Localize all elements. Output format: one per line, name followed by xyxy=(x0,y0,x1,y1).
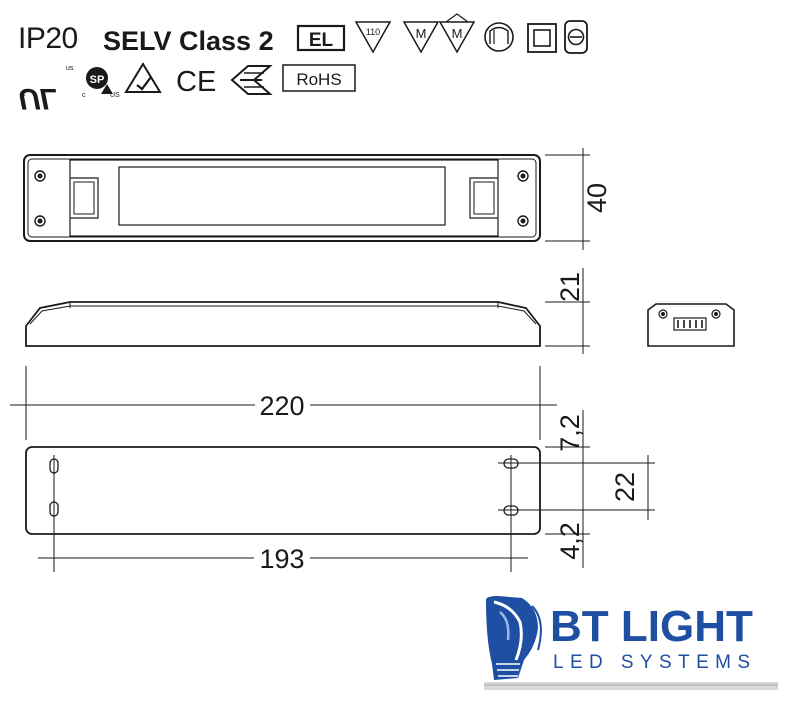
selv-class-label: SELV Class 2 xyxy=(103,26,274,56)
height-dimension xyxy=(545,268,590,354)
double-insulation-icon xyxy=(527,23,557,53)
logo-name: BT LIGHT xyxy=(550,602,753,651)
end-view xyxy=(647,303,735,347)
hole-offset-bottom-label: 4,2 xyxy=(555,522,585,560)
eac-mark-icon xyxy=(230,65,273,95)
triangle-m1-text: M xyxy=(416,26,427,41)
triangle-mm-icon: M xyxy=(438,13,476,54)
ul-recognized-icon: UL c us xyxy=(18,65,74,115)
ul-us-text: us xyxy=(66,65,74,72)
independent-ballast-icon xyxy=(564,20,588,54)
hole-spacing-width-label: 22 xyxy=(610,472,640,502)
ip-rating: IP20 xyxy=(18,22,78,55)
top-view xyxy=(23,154,541,242)
rcm-mark-icon xyxy=(124,62,162,93)
lightbulb-icon xyxy=(486,596,542,680)
hole-spacing-dimension xyxy=(38,410,655,572)
bottom-view xyxy=(25,446,541,535)
bt-light-logo: BT LIGHT LED SYSTEMS xyxy=(484,596,778,690)
screw-icon xyxy=(34,170,529,227)
thermal-protection-icon xyxy=(484,22,514,52)
ce-mark-text: CE xyxy=(176,66,216,98)
length-dimension xyxy=(10,366,557,440)
logo-tagline: LED SYSTEMS xyxy=(553,652,756,673)
triangle-110-text: 110 xyxy=(366,27,380,37)
width-dimension-label: 40 xyxy=(582,183,612,213)
height-dimension-label: 21 xyxy=(555,272,585,302)
hole-offset-top-label: 7,2 xyxy=(555,414,585,452)
triangle-110-icon: 110 xyxy=(354,21,392,54)
side-view xyxy=(25,301,541,347)
el-mark-icon: EL xyxy=(296,24,346,52)
csa-c-text: c xyxy=(82,92,86,99)
width-dimension xyxy=(545,148,590,250)
ce-mark-icon: CE xyxy=(176,66,216,98)
triangle-m2-text: M xyxy=(452,26,463,41)
el-mark-text: EL xyxy=(309,30,334,51)
csa-us-text: US xyxy=(110,92,120,99)
rohs-mark-icon: RoHS xyxy=(282,64,356,92)
ul-mark-text: UL xyxy=(18,82,58,115)
ul-c-text: c xyxy=(22,91,26,98)
rohs-text: RoHS xyxy=(296,70,341,89)
csa-mark-text: SP xyxy=(90,74,105,86)
csa-mark-icon: SP c US xyxy=(82,67,120,99)
triangle-m-icon: M xyxy=(402,21,440,54)
length-dimension-label: 220 xyxy=(259,391,304,421)
hole-spacing-length-label: 193 xyxy=(259,544,304,574)
